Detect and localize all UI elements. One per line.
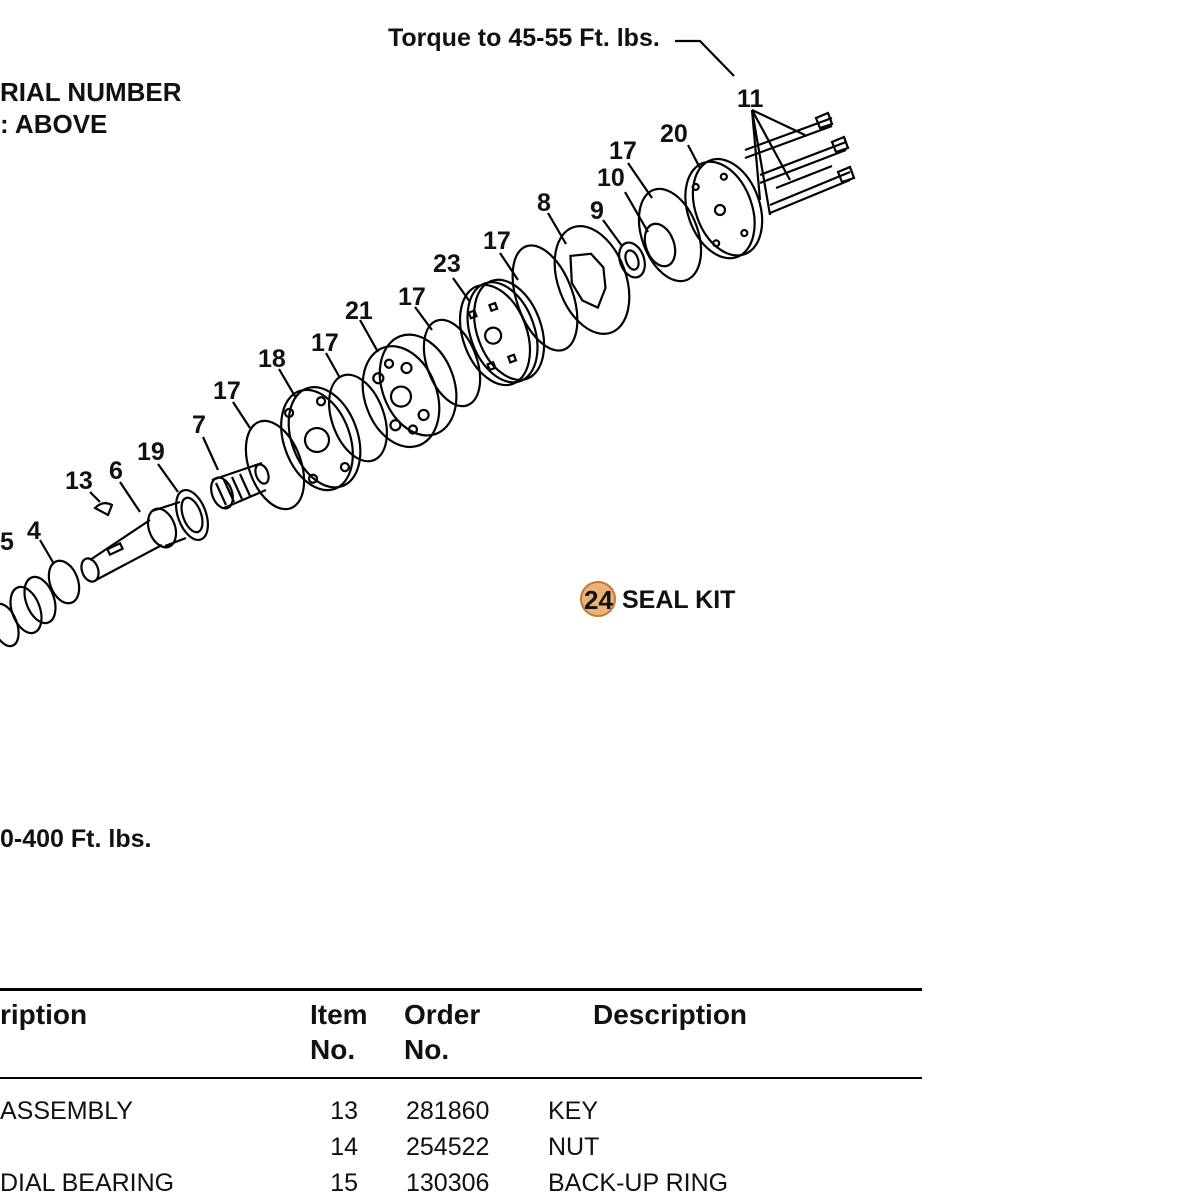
callout-17: 17	[311, 329, 339, 357]
row-description: NUT	[548, 1133, 600, 1161]
serial-number-note-line2: : ABOVE	[0, 109, 108, 139]
header-order-no-line2: No.	[404, 1034, 450, 1065]
part-20-end-cover	[684, 157, 764, 260]
callout-10: 10	[597, 164, 625, 192]
header-description: Description	[593, 999, 748, 1030]
seal-kit-number: 24	[584, 585, 613, 615]
row-description: KEY	[548, 1097, 599, 1125]
callout-9: 9	[590, 197, 604, 225]
exploded-view-drawing	[0, 39, 856, 648]
row-order-no: 254522	[406, 1133, 490, 1161]
part-13-key	[93, 501, 114, 517]
part-17-seal-ring	[637, 187, 703, 283]
row-item-no: 14	[330, 1133, 358, 1161]
seal-kit-badge	[580, 581, 616, 617]
part-8-gerotor	[553, 225, 631, 335]
callout-13: 13	[65, 467, 93, 495]
part-17-seal-ring	[244, 419, 306, 511]
part-9-bearing	[618, 241, 646, 279]
part-11-bolts	[744, 109, 856, 216]
part-17-seal-ring	[422, 318, 482, 408]
row-description: BACK-UP RING	[548, 1169, 729, 1197]
callout-19: 19	[137, 438, 165, 466]
row-order-no: 281860	[406, 1097, 490, 1125]
callout-17: 17	[483, 227, 511, 255]
table-top-rule	[0, 988, 922, 991]
table-header-rule	[0, 1077, 922, 1079]
part-17-seal-ring	[328, 373, 388, 463]
callout-17: 17	[398, 283, 426, 311]
header-left-description: ription	[0, 999, 88, 1030]
callout-7: 7	[192, 411, 206, 439]
part-19-thrust-bearing	[175, 489, 209, 541]
callout-4: 4	[27, 517, 41, 545]
torque-note-top: Torque to 45-55 Ft. lbs.	[388, 24, 660, 52]
part-18-wear-plate	[280, 386, 362, 492]
part-7-drive-link	[210, 461, 270, 510]
part-17-seal-ring	[511, 244, 579, 352]
torque-note-bottom: 0-400 Ft. lbs.	[0, 825, 152, 853]
callout-8: 8	[537, 189, 551, 217]
callout-20: 20	[660, 120, 688, 148]
callout-11: 11	[737, 85, 764, 113]
row-order-no: 130306	[406, 1169, 490, 1197]
callout-21: 21	[345, 297, 373, 325]
part-4-washer	[47, 559, 81, 605]
callout-23: 23	[433, 250, 461, 278]
part-6-output-shaft	[80, 500, 187, 583]
header-order-no-line1: Order	[404, 999, 481, 1030]
callout-6: 6	[109, 457, 123, 485]
torque-leader	[675, 39, 735, 77]
serial-number-note-line1: RIAL NUMBER	[0, 77, 182, 107]
callout-18: 18	[258, 345, 286, 373]
header-item-no-line1: Item	[310, 999, 368, 1030]
header-item-no-line2: No.	[310, 1034, 356, 1065]
part-21-housing	[361, 333, 458, 449]
row-left-description: ASSEMBLY	[0, 1097, 133, 1125]
row-item-no: 15	[330, 1169, 358, 1197]
row-item-no: 13	[330, 1097, 358, 1125]
callout-5: 5	[0, 528, 14, 556]
callout-17: 17	[609, 137, 637, 165]
part-23-valve-plate	[458, 278, 546, 387]
callout-17: 17	[213, 377, 241, 405]
seal-kit-label: SEAL KIT	[622, 586, 736, 614]
part-10-ring	[643, 222, 677, 268]
row-left-description: DIAL BEARING	[0, 1169, 175, 1197]
part-5-bearing	[0, 575, 57, 648]
